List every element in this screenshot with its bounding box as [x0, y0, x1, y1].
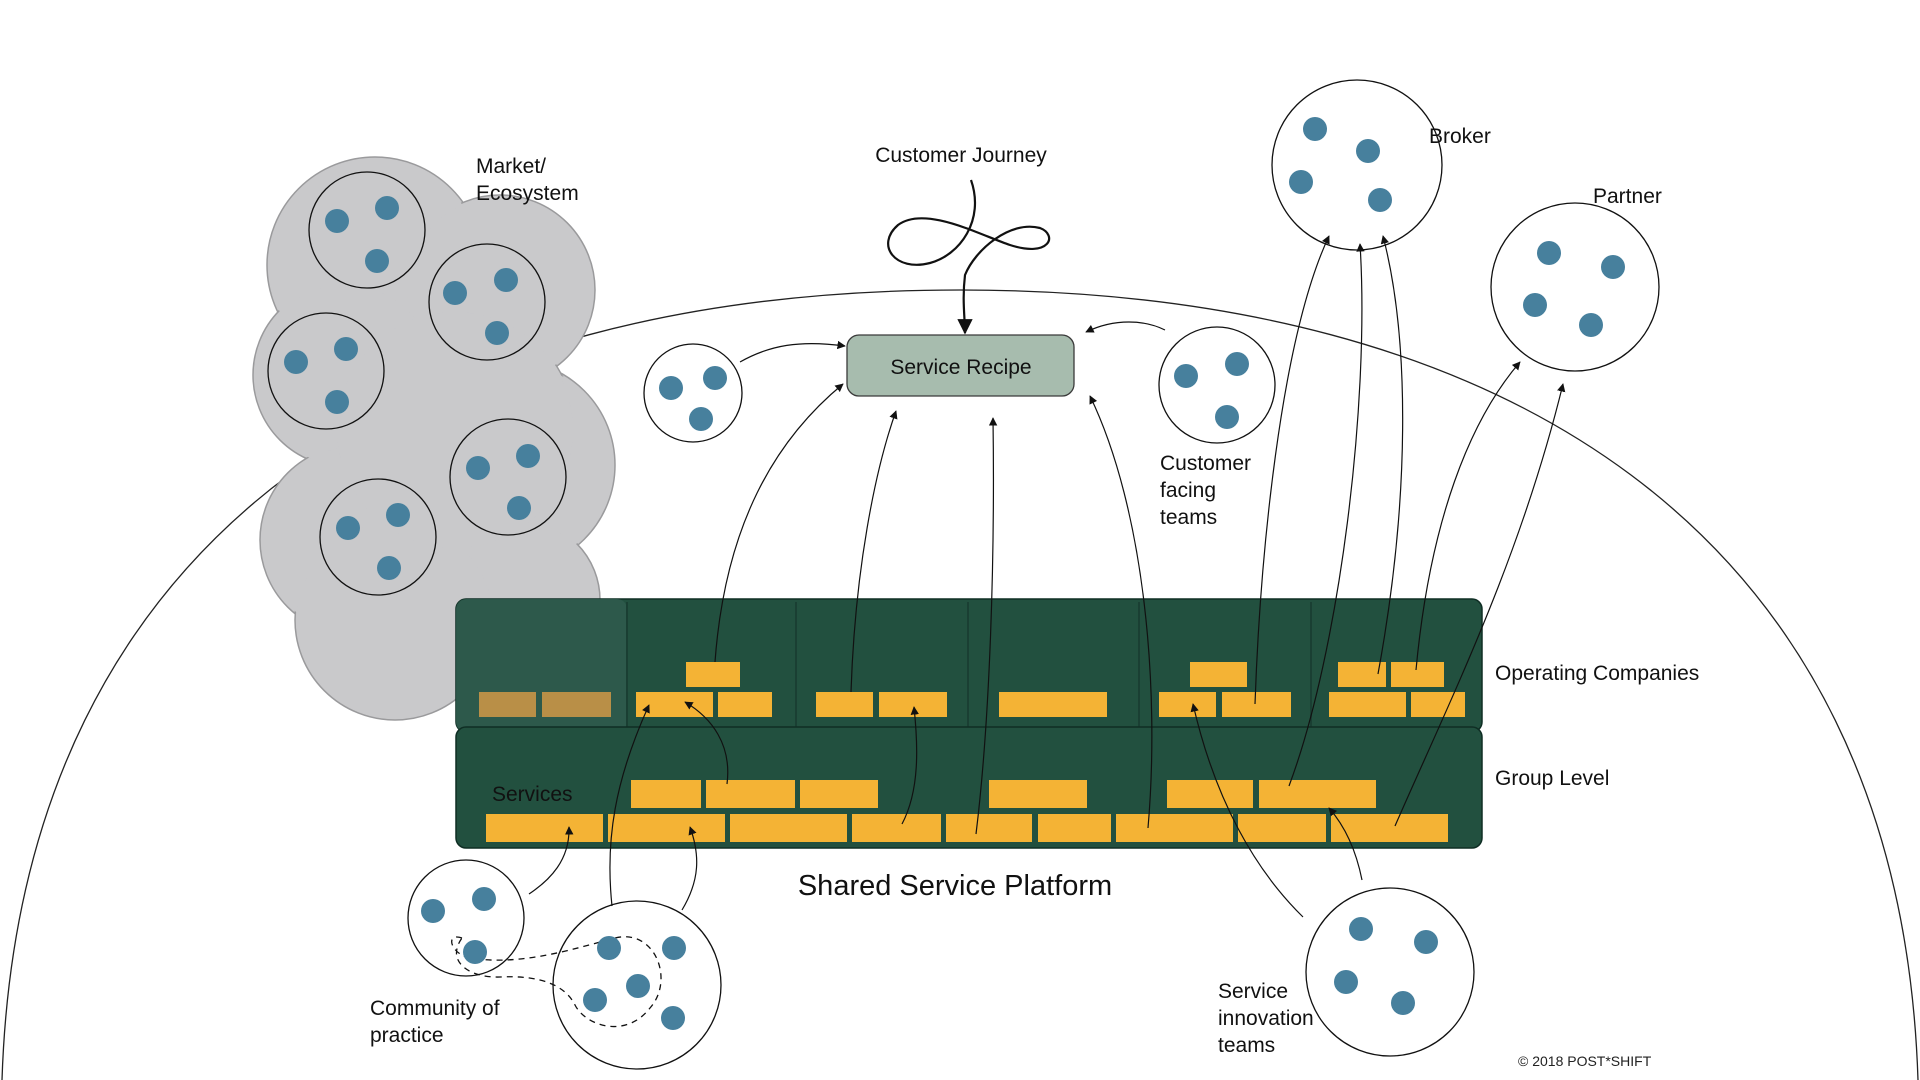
- copyright-label: © 2018 POST*SHIFT: [1518, 1053, 1652, 1069]
- partner-label: Partner: [1593, 185, 1662, 208]
- flow-arrows: [528, 235, 1566, 918]
- market-cloud: [252, 156, 616, 721]
- group-level-label: Group Level: [1495, 767, 1609, 790]
- operating-companies-label: Operating Companies: [1495, 662, 1699, 685]
- market-label-line2: Ecosystem: [476, 182, 579, 205]
- customer-facing-label-line3: teams: [1160, 506, 1217, 529]
- customer-journey-path: [887, 179, 1051, 335]
- service-recipe-label: Service Recipe: [890, 356, 1031, 379]
- customer-journey-label: Customer Journey: [875, 144, 1047, 167]
- service-innovation-team: [1305, 887, 1475, 1057]
- community-label-line2: practice: [370, 1024, 444, 1047]
- service-innovation-label-line1: Service: [1218, 980, 1288, 1003]
- platform-label: Shared Service Platform: [798, 870, 1112, 902]
- customer-facing-label-line1: Customer: [1160, 452, 1251, 475]
- service-bricks: [486, 780, 1448, 842]
- organization-boundary: [1, 289, 1919, 1080]
- services-label: Services: [492, 783, 573, 806]
- customer-facing-label-line2: facing: [1160, 479, 1216, 502]
- community-dashed-link: [451, 936, 662, 1028]
- ecosystem-teams: [267, 171, 567, 596]
- operating-bricks: [479, 662, 1465, 717]
- partner-team: [1490, 202, 1660, 372]
- market-label-line1: Market/: [476, 155, 546, 178]
- community-label-line1: Community of: [370, 997, 500, 1020]
- broker-label: Broker: [1429, 125, 1491, 148]
- left-customer-team: [643, 343, 743, 443]
- customer-facing-team: [1158, 326, 1276, 444]
- service-innovation-label-line2: innovation: [1218, 1007, 1314, 1030]
- service-recipe-box: [846, 334, 1075, 397]
- community-teams: [407, 859, 722, 1070]
- broker-team: [1271, 79, 1443, 251]
- service-innovation-label-line3: teams: [1218, 1034, 1275, 1057]
